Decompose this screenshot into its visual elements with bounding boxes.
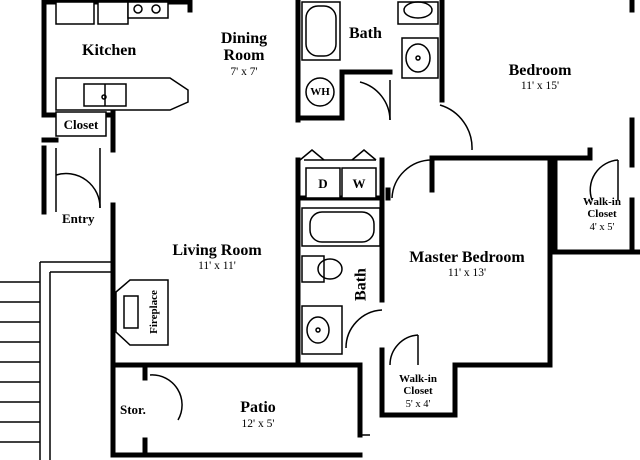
living-room-dims: 11' x 11' bbox=[198, 260, 236, 272]
living-room-label: Living Room bbox=[172, 242, 262, 259]
bedroom-label: Bedroom bbox=[508, 62, 572, 79]
walk-in-closet-right-dims: 4' x 5' bbox=[589, 222, 615, 233]
fireplace-label: Fireplace bbox=[148, 290, 160, 334]
walk-in-closet-bottom-label: Walk-in Closet bbox=[399, 373, 437, 397]
kitchen-fixtures bbox=[55, 1, 189, 137]
kitchen-label: Kitchen bbox=[82, 42, 137, 59]
washer-label: W bbox=[352, 176, 366, 191]
closet-label: Closet bbox=[63, 117, 99, 132]
storage-label: Stor. bbox=[120, 402, 146, 417]
dining-room-label: Dining Room bbox=[220, 30, 268, 64]
walk-in-closet-bottom-dims: 5' x 4' bbox=[405, 399, 431, 410]
fireplace-fixture bbox=[115, 279, 169, 346]
mid-bath-label: Bath bbox=[352, 268, 370, 301]
bedroom-dims: 11' x 15' bbox=[520, 80, 560, 92]
stairs bbox=[0, 261, 113, 460]
patio-label: Patio bbox=[240, 399, 276, 416]
top-bath-label: Bath bbox=[349, 25, 382, 42]
dryer-label: D bbox=[318, 176, 328, 191]
walk-in-closet-right-label: Walk-in Closet bbox=[583, 196, 621, 220]
top-bath-fixtures bbox=[301, 1, 439, 107]
doors bbox=[55, 80, 619, 421]
water-heater-label: WH bbox=[310, 86, 330, 98]
laundry-bath-fixtures bbox=[301, 167, 381, 355]
master-bedroom-dims: 11' x 13' bbox=[447, 267, 487, 279]
dining-room-dims: 7' x 7' bbox=[230, 66, 258, 78]
patio-dims: 12' x 5' bbox=[241, 418, 275, 430]
entry-label: Entry bbox=[62, 211, 95, 226]
master-bedroom-label: Master Bedroom bbox=[409, 249, 525, 266]
